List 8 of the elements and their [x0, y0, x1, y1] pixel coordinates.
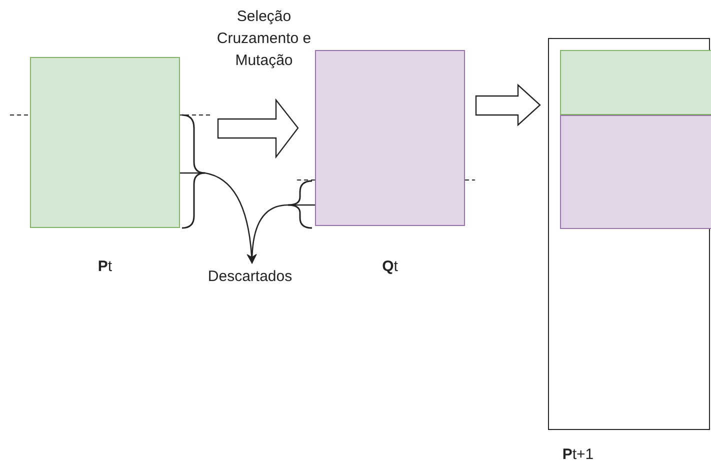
population-label: Pt [96, 258, 114, 275]
population-label: Pt+1 [561, 446, 595, 463]
block-arrow [475, 84, 541, 126]
discard-label: Descartados [206, 268, 294, 285]
population-label: Qt [381, 258, 399, 275]
curved-arrow [247, 204, 315, 264]
block-arrow [217, 98, 299, 159]
edge-label: Seleção Cruzamento e Mutação [216, 7, 312, 71]
